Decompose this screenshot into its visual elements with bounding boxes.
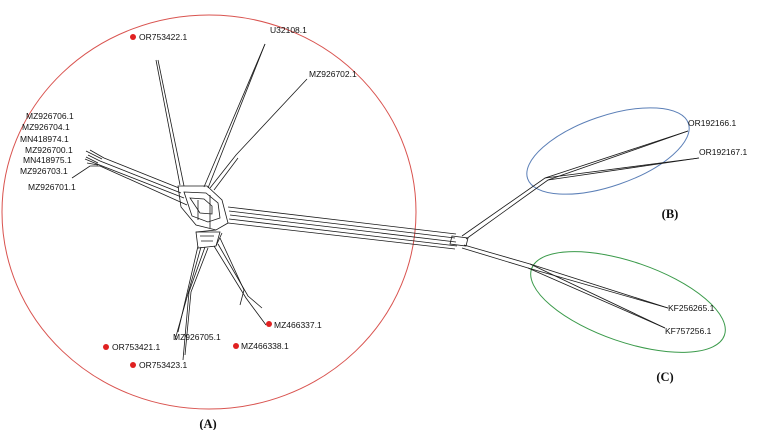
branch-mz926702 (213, 157, 239, 191)
group-b-ellipse (526, 107, 690, 195)
hub-edge (195, 229, 223, 247)
tip-fan (71, 149, 105, 179)
branch-group-c (461, 247, 669, 309)
hub-edge (177, 185, 229, 231)
branch-group-c (529, 263, 666, 329)
branch-or753423 (184, 247, 209, 356)
group-a-circle (1, 14, 417, 410)
branch-mz466 (219, 237, 245, 306)
taxon-label: MZ926704.1 (22, 122, 70, 132)
branch-mz466 (213, 245, 267, 326)
branch-left-cluster (99, 160, 182, 194)
branch-group-b (465, 130, 689, 240)
trunk-edge (227, 206, 457, 235)
branch-or753423 (182, 246, 206, 361)
taxon-label: MZ466338.1 (241, 341, 289, 351)
taxon-label: U32108.1 (270, 25, 307, 35)
taxon-label: OR753422.1 (139, 32, 187, 42)
network-edges (71, 43, 700, 361)
taxon-label: KF256265.1 (668, 303, 715, 313)
right-hub (449, 235, 469, 247)
trunk-edge (227, 222, 456, 250)
taxon-label: MZ926706.1 (26, 111, 74, 121)
hub-edge (183, 191, 221, 223)
group-c-ellipse (530, 251, 726, 353)
taxon-label: MZ926702.1 (309, 69, 357, 79)
branch-u32108 (203, 43, 266, 188)
hub-edge (189, 197, 213, 215)
branch-u32108 (207, 43, 266, 189)
taxon-label: MN418975.1 (23, 155, 72, 165)
branch-left-cluster (103, 157, 180, 189)
branch-left-cluster (99, 165, 188, 206)
branch-mz466 (217, 243, 263, 309)
taxon-label: MZ926701.1 (28, 182, 76, 192)
marker-or753423 (130, 362, 136, 368)
branch-group-b (461, 130, 689, 237)
marker-or753421 (103, 344, 109, 350)
taxon-label: OR192167.1 (699, 147, 747, 157)
taxon-label: MZ926703.1 (20, 166, 68, 176)
taxon-label: MN418974.1 (20, 134, 69, 144)
branch-or753421 (174, 246, 202, 341)
hub-edge (200, 235, 214, 242)
branch-left-cluster (96, 163, 185, 199)
branch-group-c (527, 267, 666, 329)
taxon-label: MZ926705.1 (173, 332, 221, 342)
group-b-label: (B) (662, 207, 679, 221)
branch-group-b (544, 157, 700, 179)
taxon-label: MZ466337.1 (274, 320, 322, 330)
marker-mz466337 (266, 321, 272, 327)
trunk-edge (228, 210, 456, 239)
group-a-label: (A) (199, 417, 216, 430)
taxon-label: MZ926700.1 (25, 145, 73, 155)
branch-or753422 (155, 59, 181, 186)
trunk-edge (229, 214, 457, 243)
branch-or753422 (157, 59, 185, 187)
taxon-labels: OR753422.1 U32108.1 MZ926702.1 MZ926706.… (20, 25, 747, 370)
branch-group-c (463, 244, 669, 309)
marker-or753422 (130, 34, 136, 40)
marker-dots (103, 34, 272, 368)
branch-mz926702 (209, 78, 308, 189)
taxon-label: OR753421.1 (112, 342, 160, 352)
trunk-edge (228, 218, 458, 247)
taxon-label: OR753423.1 (139, 360, 187, 370)
group-c-label: (C) (656, 370, 673, 384)
taxon-label: OR192166.1 (688, 118, 736, 128)
marker-mz466338 (233, 343, 239, 349)
taxon-label: KF757256.1 (665, 326, 712, 336)
